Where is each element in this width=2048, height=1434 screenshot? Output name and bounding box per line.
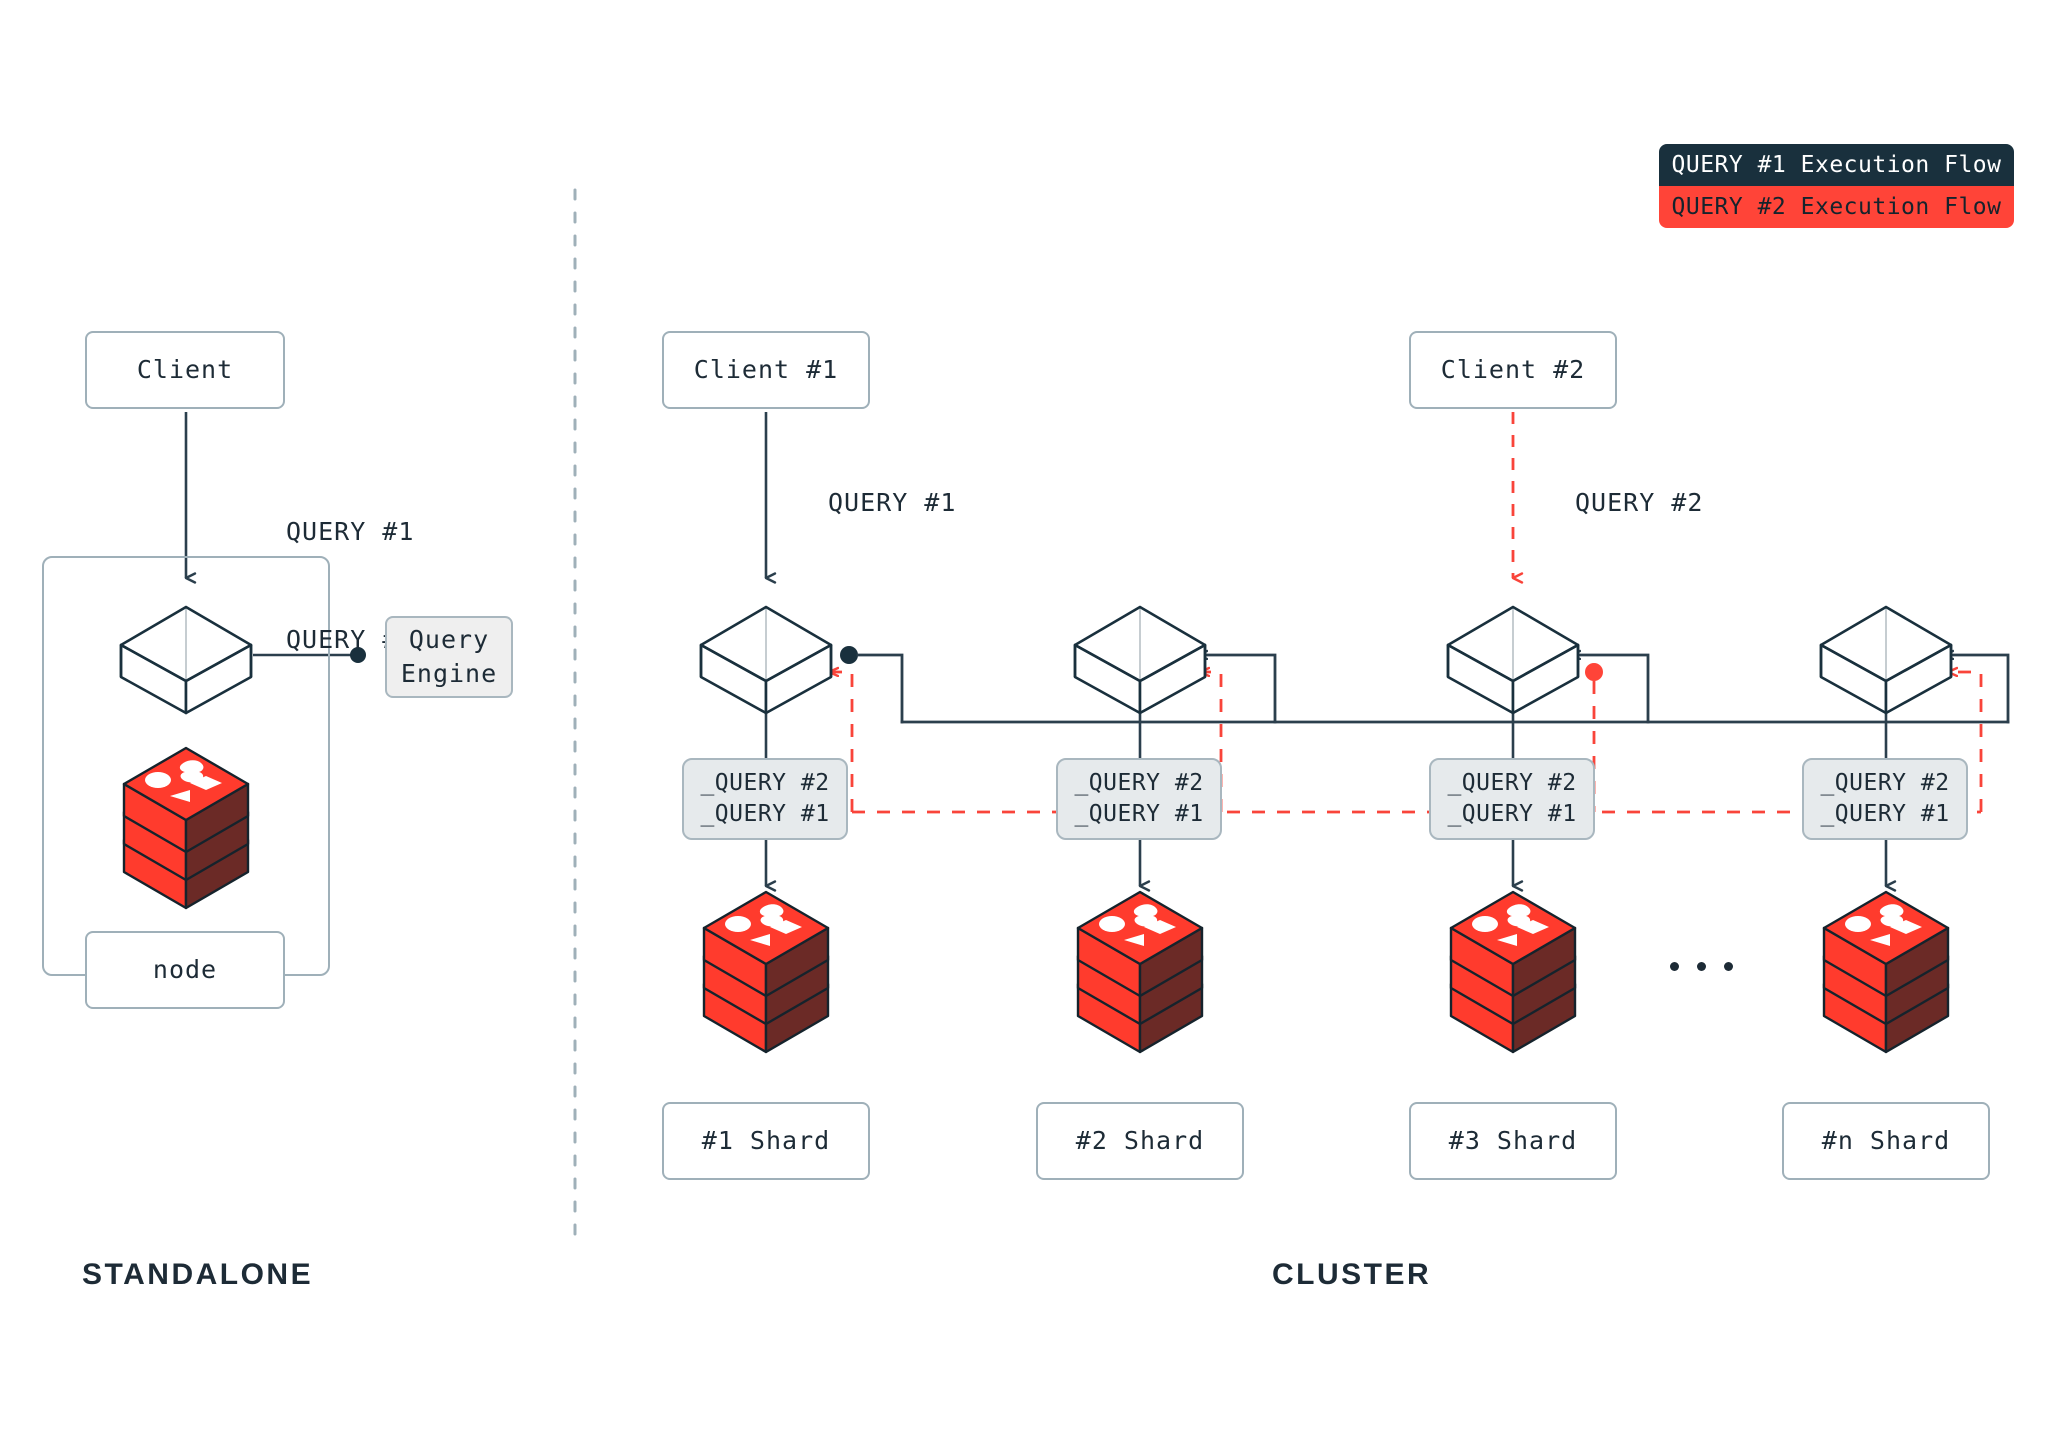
cluster-query-label-1: _QUERY #2 _QUERY #1 bbox=[682, 758, 848, 840]
cluster-query-label-2-line1: _QUERY #2 bbox=[1074, 769, 1204, 796]
shard-box-3[interactable]: #3 Shard bbox=[1409, 1102, 1617, 1180]
cluster-db-arrows bbox=[764, 840, 1897, 892]
cluster-query-label-2: _QUERY #2 _QUERY #1 bbox=[1056, 758, 1222, 840]
redis-database-icon-shard-1 bbox=[702, 890, 830, 1054]
legend-row-query1: QUERY #1 Execution Flow bbox=[1659, 144, 2014, 186]
cluster-query-label-n: _QUERY #2 _QUERY #1 bbox=[1802, 758, 1968, 840]
ellipsis-dot bbox=[1724, 962, 1733, 971]
cluster-client1-box[interactable]: Client #1 bbox=[662, 331, 870, 409]
cluster-node-stems bbox=[764, 700, 1888, 762]
cluster-node-shape-1 bbox=[699, 605, 833, 715]
standalone-node-box[interactable]: node bbox=[85, 931, 285, 1009]
redis-database-icon-shard-3 bbox=[1449, 890, 1577, 1054]
cluster-query-label-3-line2: _QUERY #1 bbox=[1447, 801, 1577, 827]
standalone-query1-label: QUERY #1 bbox=[286, 516, 415, 546]
cluster-query-label-n-line2: _QUERY #1 bbox=[1820, 801, 1950, 827]
legend-row-query2: QUERY #2 Execution Flow bbox=[1659, 186, 2014, 228]
cluster-client2-box[interactable]: Client #2 bbox=[1409, 331, 1617, 409]
cluster-client1-flow-label: QUERY #1 bbox=[828, 488, 957, 517]
cluster-query-label-2-line2: _QUERY #1 bbox=[1074, 801, 1204, 827]
ellipsis-indicator bbox=[1670, 962, 1733, 971]
shard-box-1[interactable]: #1 Shard bbox=[662, 1102, 870, 1180]
legend: QUERY #1 Execution Flow QUERY #2 Executi… bbox=[1659, 144, 2014, 228]
cluster-query-label-n-line1: _QUERY #2 bbox=[1820, 769, 1950, 796]
cluster-client2-flow-label: QUERY #2 bbox=[1575, 488, 1704, 517]
standalone-section-caption: STANDALONE bbox=[82, 1258, 314, 1291]
redis-database-icon-shard-2 bbox=[1076, 890, 1204, 1054]
query-engine-box[interactable]: Query Engine bbox=[385, 616, 513, 698]
shard-box-n[interactable]: #n Shard bbox=[1782, 1102, 1990, 1180]
ellipsis-dot bbox=[1670, 962, 1679, 971]
cluster-node-shape-4 bbox=[1819, 605, 1953, 715]
cluster-node-shape-2 bbox=[1073, 605, 1207, 715]
cluster-section-caption: CLUSTER bbox=[1272, 1258, 1432, 1291]
standalone-client-box[interactable]: Client bbox=[85, 331, 285, 409]
redis-database-icon-shard-n bbox=[1822, 890, 1950, 1054]
shard-box-2[interactable]: #2 Shard bbox=[1036, 1102, 1244, 1180]
ellipsis-dot bbox=[1697, 962, 1706, 971]
query-engine-line1: Query bbox=[408, 625, 490, 655]
cluster-query-label-1-line1: _QUERY #2 bbox=[700, 769, 830, 796]
cluster-query-label-3: _QUERY #2 _QUERY #1 bbox=[1429, 758, 1595, 840]
cluster-query-label-1-line2: _QUERY #1 bbox=[700, 801, 830, 827]
cluster-node-shape-3 bbox=[1446, 605, 1580, 715]
cluster-query-label-3-line1: _QUERY #2 bbox=[1447, 769, 1577, 796]
query-engine-line2: Engine bbox=[400, 659, 498, 688]
query1-flow bbox=[840, 646, 2010, 724]
